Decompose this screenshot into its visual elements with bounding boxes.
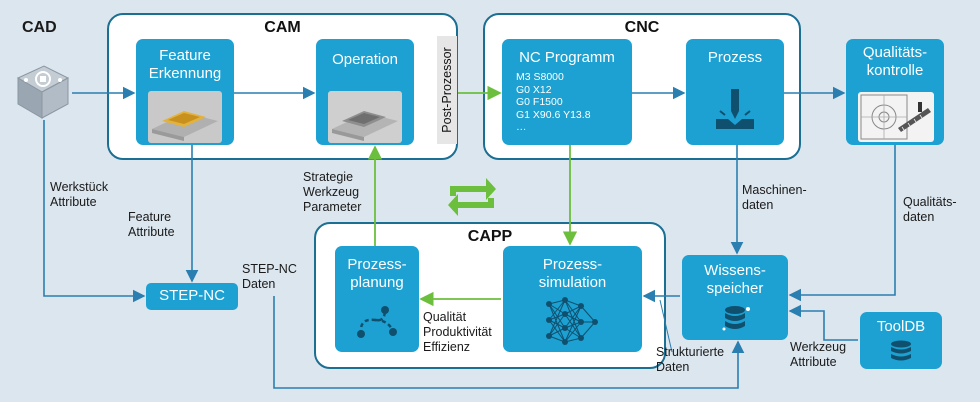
qualitaet-produktivitaet-label: Qualität Produktivität Effizienz: [423, 310, 492, 354]
prozesssimulation-block[interactable]: Prozess- simulation: [503, 246, 642, 352]
prozess-label: Prozess: [707, 49, 763, 66]
qualitaetskontrolle-block[interactable]: Qualitäts- kontrolle: [846, 39, 944, 145]
tooldb-database-icon: [891, 340, 911, 361]
tooldb-block[interactable]: ToolDB: [860, 312, 942, 369]
prozess-block[interactable]: Prozess: [686, 39, 784, 145]
cnc-title: CNC: [624, 19, 660, 36]
nc-code-text: M3 S8000 G0 X12 G0 F1500 G1 X90.6 Y13.8 …: [516, 71, 591, 133]
maschinendaten-label: Maschinen- daten: [742, 183, 807, 212]
wire-stepnc-to-wissen: [273, 296, 745, 389]
prozessplanung-label: Prozess- planung: [347, 256, 407, 291]
post-processor-bar: Post-Prozessor: [437, 36, 457, 144]
feature-erkennung-block[interactable]: Feature Erkennung: [136, 39, 234, 145]
step-nc-daten-label: STEP-NC Daten: [242, 262, 297, 291]
capp-title: CAPP: [467, 228, 513, 245]
werkstueck-attribute-label: Werkstück Attribute: [50, 180, 109, 209]
cycle-arrows-icon: [448, 178, 496, 216]
strukturierte-daten-label: Strukturierte Daten: [656, 345, 725, 374]
operation-label: Operation: [332, 51, 398, 68]
strategie-label: Strategie Werkzeug Parameter: [303, 170, 362, 214]
database-icon: [722, 306, 750, 331]
wire-tooldb-to-wissen: [788, 304, 858, 341]
planning-path-icon: [357, 306, 397, 338]
cad-label: CAD: [22, 19, 57, 36]
feature-part-image: [148, 91, 222, 143]
nc-programm-label: NC Programm: [519, 49, 615, 66]
werkzeug-attribute-label: Werkzeug Attribute: [790, 340, 847, 369]
step-nc-block[interactable]: STEP-NC: [146, 283, 238, 310]
wissensspeicher-block[interactable]: Wissens- speicher: [682, 255, 788, 340]
operation-part-image: [328, 91, 402, 143]
wire-qualitaet-to-wissen: [788, 145, 896, 302]
prozessplanung-block[interactable]: Prozess- planung: [335, 246, 419, 352]
wire-strukturierte-leader: [659, 299, 673, 353]
wissensspeicher-label: Wissens- speicher: [704, 262, 766, 297]
cam-title: CAM: [264, 19, 301, 36]
prozesssimulation-label: Prozess- simulation: [538, 256, 607, 291]
inspection-drawing-image: [858, 92, 934, 142]
feature-erkennung-label: Feature Erkennung: [148, 47, 222, 82]
nc-programm-block[interactable]: NC Programm M3 S8000 G0 X12 G0 F1500 G1 …: [502, 39, 632, 145]
qualitaetskontrolle-label: Qualitäts- kontrolle: [862, 44, 928, 79]
step-nc-label: STEP-NC: [159, 287, 225, 304]
neural-network-icon: [546, 297, 598, 345]
feature-attribute-label: Feature Attribute: [128, 210, 175, 239]
operation-block[interactable]: Operation: [316, 39, 414, 145]
qualitaetsdaten-label: Qualitäts- daten: [903, 195, 957, 224]
wire-cad-to-stepnc: [43, 120, 146, 303]
machining-icon: [716, 89, 754, 129]
tooldb-label: ToolDB: [876, 318, 926, 335]
cad-part-image: [16, 65, 70, 119]
